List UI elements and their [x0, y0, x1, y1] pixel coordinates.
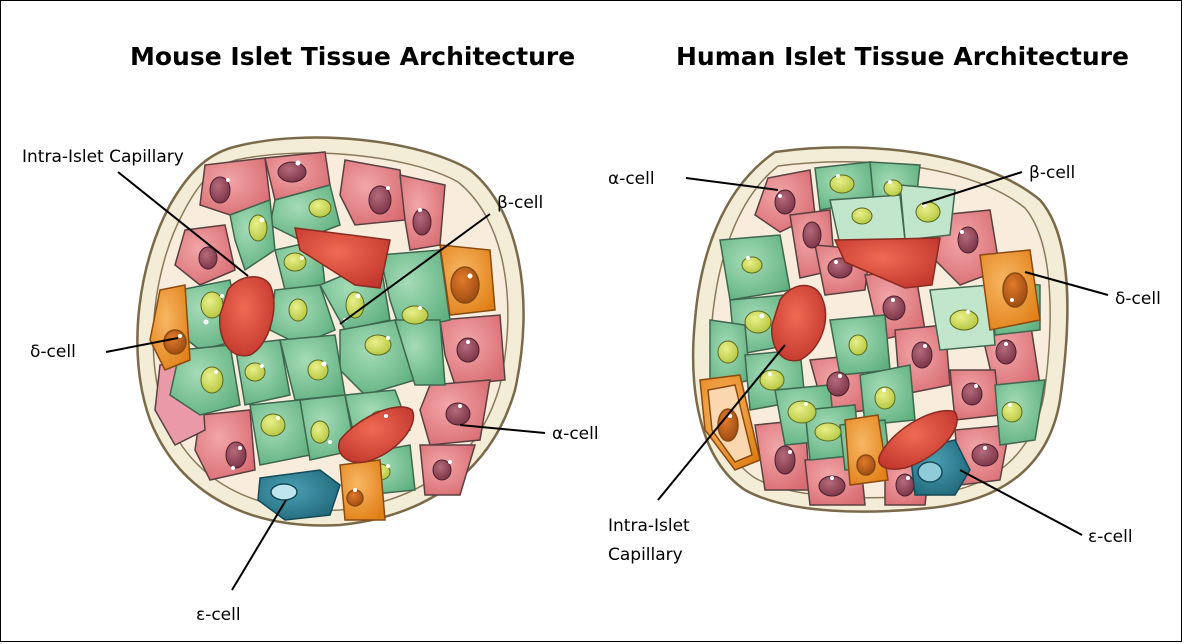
human-epsilon-leader — [960, 470, 1082, 535]
human-islet — [658, 147, 1108, 535]
mouse-islet — [106, 138, 545, 590]
mouse-beta-label: β-cell — [497, 191, 543, 215]
human-title: Human Islet Tissue Architecture — [676, 42, 1129, 71]
human-alpha-label: α-cell — [608, 167, 655, 191]
mouse-alpha-label: α-cell — [552, 422, 599, 446]
human-epsilon-label: ε-cell — [1088, 525, 1133, 549]
mouse-epsilon-label: ε-cell — [196, 603, 241, 627]
human-beta-label: β-cell — [1029, 161, 1075, 185]
mouse-title: Mouse Islet Tissue Architecture — [130, 42, 575, 71]
mouse-capillary-label: Intra-Islet Capillary — [22, 145, 184, 169]
human-delta-label: δ-cell — [1115, 287, 1161, 311]
human-capillary-label-line2: Capillary — [608, 543, 683, 567]
human-capillary-label-line1: Intra-Islet — [608, 514, 690, 538]
mouse-delta-label: δ-cell — [30, 340, 76, 364]
